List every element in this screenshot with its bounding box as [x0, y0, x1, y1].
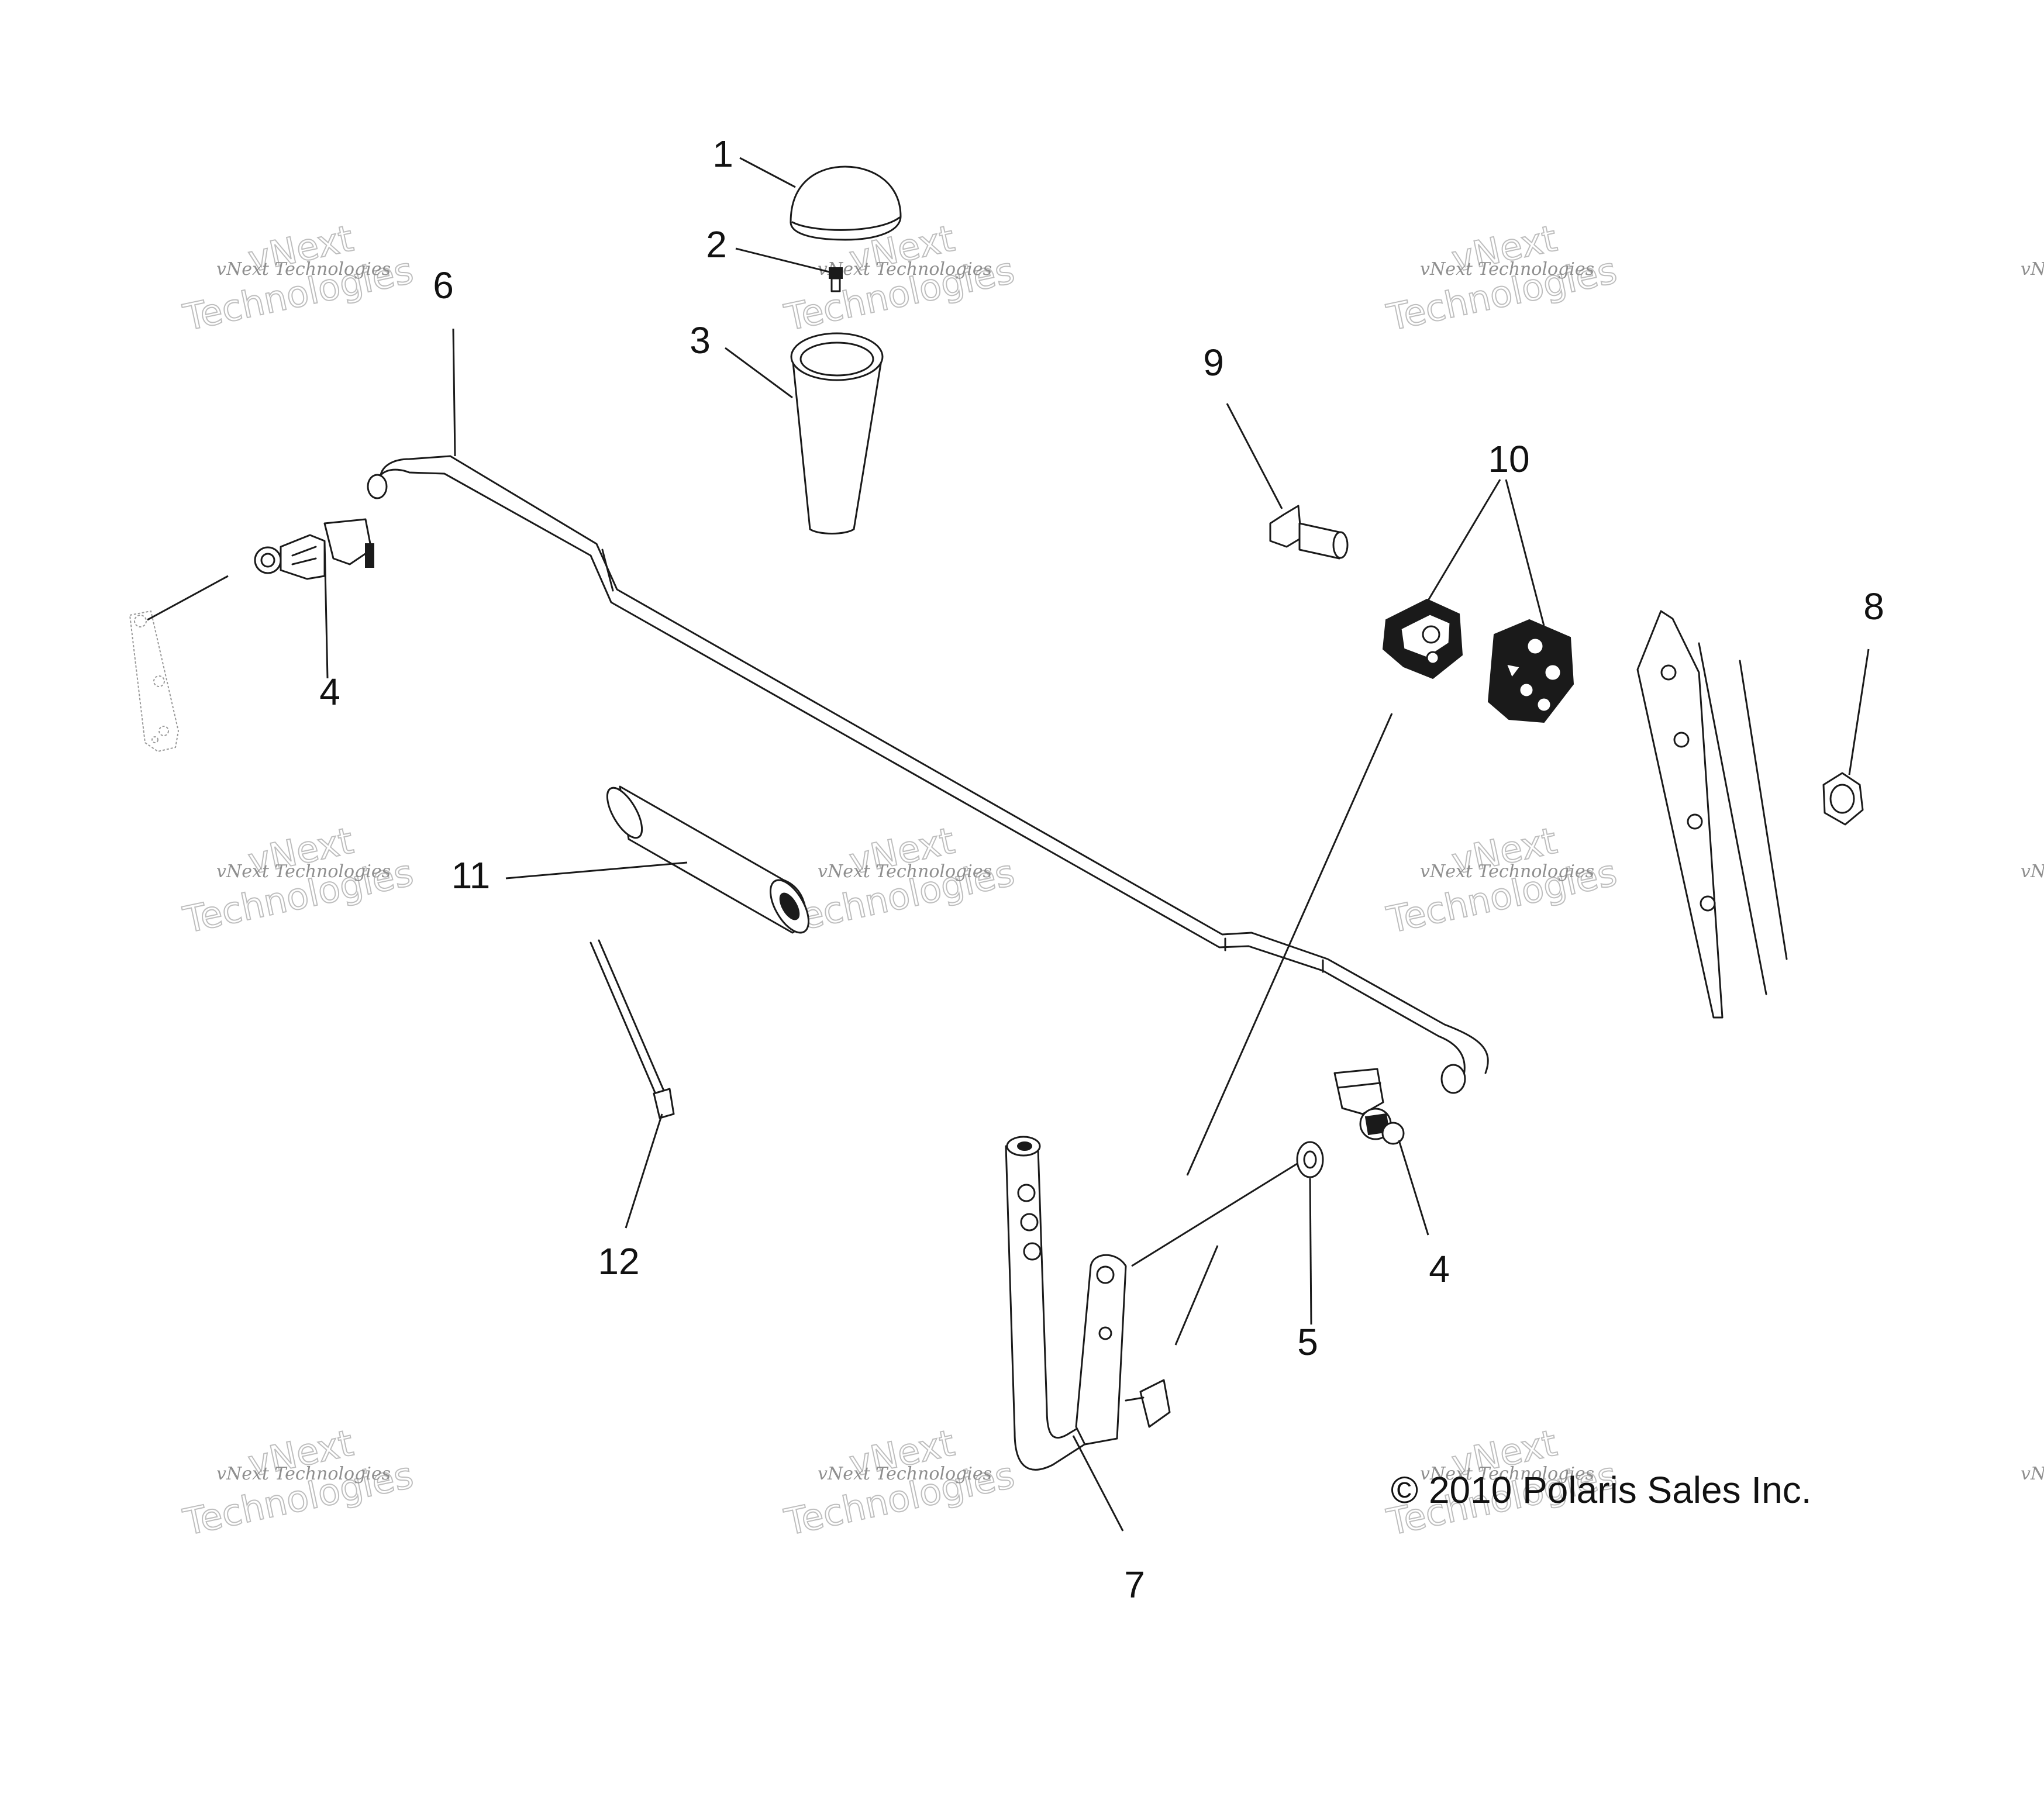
watermark-small-text: vNext Technologies — [216, 861, 391, 882]
callout-12: 12 — [598, 1240, 639, 1282]
leader-10a — [1426, 479, 1501, 603]
leader-2 — [735, 247, 830, 273]
leader-7 — [1072, 1435, 1124, 1532]
watermark-tile: vNext Technologies vNext Technologies — [1383, 216, 1621, 340]
part-11-tube — [606, 785, 810, 934]
watermark-tile: vNext Technologies vNext Technologies — [179, 216, 418, 340]
callout-8: 8 — [1863, 585, 1884, 627]
watermark-small-text: vNext Technologies — [2021, 1464, 2044, 1484]
leader-4-right — [1398, 1140, 1429, 1236]
leader-3 — [725, 347, 793, 399]
callout-4-right: 4 — [1429, 1248, 1450, 1290]
watermark-tile: vNext Technologies — [2021, 861, 2044, 882]
watermark-small-text: vNext Technologies — [2021, 861, 2044, 882]
watermark-small-text: vNext Technologies — [1420, 861, 1594, 882]
leader-9 — [1226, 403, 1283, 509]
watermark-small-text: vNext Technologies — [216, 1464, 391, 1484]
watermark-small-text: vNext Technologies — [2021, 259, 2044, 280]
copyright-notice: © 2010 Polaris Sales Inc. — [1391, 1469, 1812, 1511]
part-10-bushings — [1382, 598, 1574, 723]
part-9-bolt — [1269, 505, 1349, 560]
callout-labels: 1 2 3 6 4 9 10 8 11 12 4 5 7 — [319, 133, 1884, 1606]
callout-9: 9 — [1203, 342, 1224, 384]
watermark-small-text: vNext Technologies — [1420, 259, 1594, 280]
callout-5: 5 — [1297, 1321, 1318, 1363]
leader-5 — [1309, 1178, 1312, 1325]
leader-bushing-pedal-a — [1186, 713, 1393, 1176]
watermark-tile: vNext Technologies vNext Technologies — [179, 1421, 418, 1544]
watermark-tile: vNext Technologies vNext Technologies — [780, 1421, 1019, 1544]
part-7-pedal-lever — [1005, 1136, 1171, 1471]
watermark-small-text: vNext Technologies — [818, 1464, 992, 1484]
leader-10b — [1505, 479, 1545, 626]
callout-10: 10 — [1488, 438, 1529, 480]
leader-6 — [452, 328, 456, 457]
callout-7: 7 — [1124, 1564, 1145, 1606]
leader-bushing-pedal-b — [1174, 1245, 1219, 1346]
part-3-shift-knob — [790, 332, 884, 534]
watermark-tile: vNext Technologies vNext Technologies — [780, 819, 1019, 942]
ghost-link-part — [129, 610, 180, 753]
part-2-screw — [829, 267, 843, 292]
leader-lines — [147, 157, 1870, 1532]
leader-ghost — [147, 575, 229, 621]
callout-3: 3 — [690, 319, 711, 361]
leader-washer-arm — [1131, 1163, 1298, 1267]
leader-8 — [1848, 649, 1870, 775]
watermark-tile: vNext Technologies vNext Technologies — [780, 216, 1019, 340]
watermark-tile: vNext Technologies vNext Technologies — [1383, 819, 1621, 942]
leader-11 — [505, 861, 688, 879]
watermark-tile: vNext Technologies — [2021, 1464, 2044, 1484]
leader-4-left — [323, 540, 329, 679]
callout-11: 11 — [451, 854, 490, 896]
part-6-rod — [367, 455, 1489, 1094]
watermark-small-text: vNext Technologies — [1420, 1464, 1594, 1484]
callout-1: 1 — [712, 133, 733, 175]
watermark-tile: vNext Technologies — [2021, 259, 2044, 280]
callout-6: 6 — [433, 264, 454, 306]
watermark-small-text: vNext Technologies — [818, 259, 992, 280]
watermark-tile: vNext Technologies vNext Technologies — [179, 819, 418, 942]
callout-4-left: 4 — [319, 671, 340, 713]
part-4-clamp-right — [1333, 1068, 1405, 1145]
leader-1 — [739, 157, 796, 188]
part-4-clamp-left — [254, 518, 374, 580]
part-12-pin — [590, 939, 675, 1119]
leader-12 — [625, 1113, 663, 1229]
watermark-small-text: vNext Technologies — [818, 861, 992, 882]
part-1-knob-cap — [790, 165, 902, 241]
watermark-small-text: vNext Technologies — [216, 259, 391, 280]
part-8-hex-nut — [1822, 772, 1864, 826]
part-5-washer — [1296, 1141, 1324, 1178]
bracket-plate — [1636, 610, 1788, 1019]
callout-2: 2 — [706, 223, 727, 265]
